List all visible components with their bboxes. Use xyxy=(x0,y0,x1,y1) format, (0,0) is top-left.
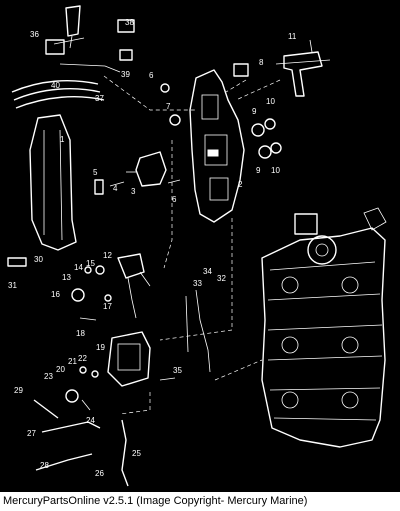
sensor-bracket xyxy=(275,39,331,97)
callout-28: 28 xyxy=(40,461,49,470)
callout-36: 36 xyxy=(30,30,39,39)
callout-38: 38 xyxy=(125,18,134,27)
callout-27: 27 xyxy=(27,429,36,438)
callout-14: 14 xyxy=(74,263,83,272)
ignition-plate xyxy=(189,69,245,223)
callout-2: 2 xyxy=(238,180,243,189)
copyright-caption: MercuryPartsOnline v2.5.1 (Image Copyrig… xyxy=(0,492,400,511)
callout-30: 30 xyxy=(34,255,43,264)
callout-12: 12 xyxy=(103,251,112,260)
callout-21: 21 xyxy=(68,357,77,366)
callout-39: 39 xyxy=(121,70,130,79)
callout-9a: 9 xyxy=(252,107,257,116)
rectifier-assembly xyxy=(107,331,151,387)
callout-25: 25 xyxy=(132,449,141,458)
callout-35: 35 xyxy=(173,366,182,375)
callout-1: 1 xyxy=(60,135,65,144)
misc-fasteners xyxy=(7,83,181,411)
callout-16: 16 xyxy=(51,290,60,299)
callout-10b: 10 xyxy=(271,166,280,175)
callout-32: 32 xyxy=(217,274,226,283)
engine-block xyxy=(261,207,387,448)
callout-5: 5 xyxy=(93,168,98,177)
callout-20: 20 xyxy=(56,365,65,374)
lower-cables xyxy=(33,289,211,487)
callout-6b: 6 xyxy=(172,195,177,204)
callout-7: 7 xyxy=(166,102,171,111)
connector-8 xyxy=(233,63,249,77)
exploded-parts-diagram: 1 2 3 4 5 6 6 7 8 9 9 10 10 11 12 13 14 … xyxy=(7,5,387,487)
ignition-coil xyxy=(126,151,167,187)
callout-9b: 9 xyxy=(256,166,261,175)
solenoid xyxy=(117,253,151,319)
callout-8: 8 xyxy=(259,58,264,67)
callout-18: 18 xyxy=(76,329,85,338)
callout-33: 33 xyxy=(193,279,202,288)
callout-6a: 6 xyxy=(149,71,154,80)
callout-17: 17 xyxy=(103,302,112,311)
callout-3: 3 xyxy=(131,187,136,196)
assembly-lines xyxy=(103,75,281,415)
callout-15: 15 xyxy=(86,259,95,268)
callout-23: 23 xyxy=(44,372,53,381)
callout-26: 26 xyxy=(95,469,104,478)
callout-37: 37 xyxy=(95,94,104,103)
callout-40: 40 xyxy=(51,81,60,90)
callout-10a: 10 xyxy=(266,97,275,106)
right-fasteners xyxy=(251,118,282,159)
callout-4: 4 xyxy=(113,184,118,193)
callout-19: 19 xyxy=(96,343,105,352)
callout-22: 22 xyxy=(78,354,87,363)
callout-29: 29 xyxy=(14,386,23,395)
callout-31: 31 xyxy=(8,281,17,290)
callout-24: 24 xyxy=(86,416,95,425)
callout-labels: 1 2 3 4 5 6 6 7 8 9 9 10 10 11 12 13 14 … xyxy=(8,18,297,478)
callout-34: 34 xyxy=(203,267,212,276)
callout-11: 11 xyxy=(288,32,297,41)
electrical-cover xyxy=(29,114,77,251)
wire-harness xyxy=(11,5,135,109)
callout-13: 13 xyxy=(62,273,71,282)
